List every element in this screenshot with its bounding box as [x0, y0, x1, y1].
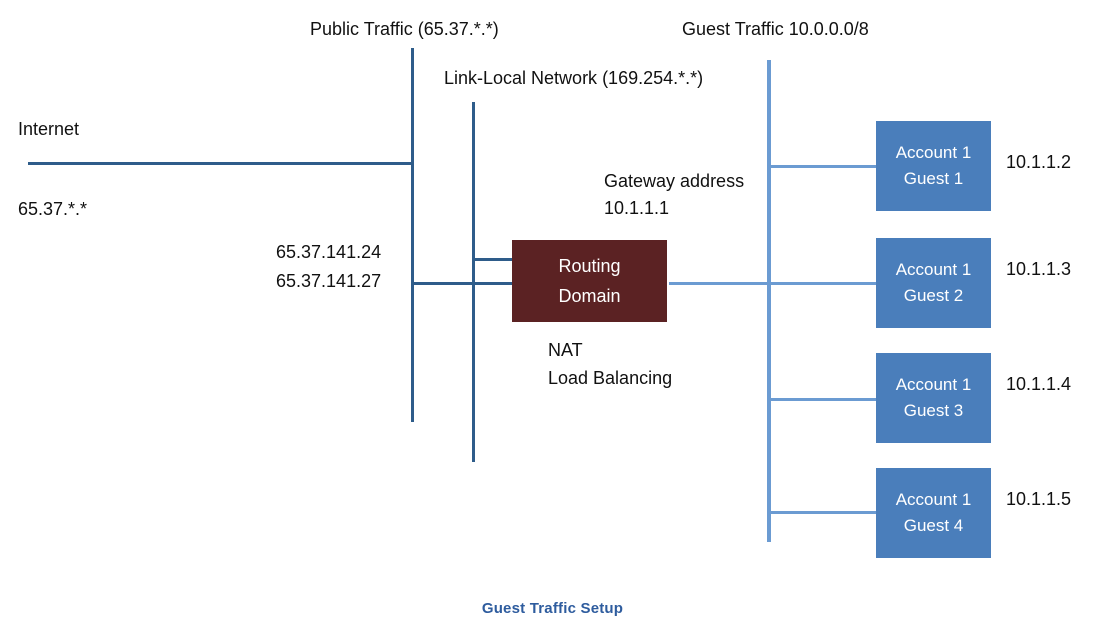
router-function-nat: NAT: [548, 340, 583, 360]
public-traffic-trunk-line: [411, 48, 414, 422]
guest-box-2[interactable]: Account 1 Guest 2: [876, 238, 991, 328]
guest-box-3[interactable]: Account 1 Guest 3: [876, 353, 991, 443]
public-traffic-header: Public Traffic (65.37.*.*): [310, 19, 499, 39]
gateway-address-value: 10.1.1.1: [604, 198, 670, 218]
routing-domain-line1: Routing: [558, 256, 621, 276]
guest-traffic-header: Guest Traffic 10.0.0.0/8: [682, 19, 869, 39]
guest-4-account: Account 1: [895, 490, 972, 509]
diagram-caption: Guest Traffic Setup: [481, 600, 624, 617]
guest-box-4[interactable]: Account 1 Guest 4: [876, 468, 991, 558]
public-trunk-to-router-line: [411, 282, 514, 285]
guest-2-ip-label: 10.1.1.3: [1006, 259, 1072, 279]
public-ip-b-label: 65.37.141.27: [276, 271, 382, 291]
guest-1-name: Guest 1: [903, 169, 964, 188]
routing-domain-line2: Domain: [558, 286, 621, 306]
guest-1-ip-label: 10.1.1.2: [1006, 152, 1072, 172]
guest-2-branch-line: [767, 282, 879, 285]
guest-4-ip-label: 10.1.1.5: [1006, 489, 1072, 509]
gateway-address-label: Gateway address: [604, 171, 745, 191]
guest-traffic-trunk-line: [767, 60, 771, 542]
guest-2-name: Guest 2: [903, 286, 964, 305]
guest-4-branch-line: [767, 511, 879, 514]
guest-4-name: Guest 4: [903, 516, 964, 535]
link-local-header: Link-Local Network (169.254.*.*): [444, 68, 704, 88]
guest-3-name: Guest 3: [903, 401, 964, 420]
guest-1-account: Account 1: [895, 143, 972, 162]
internet-link-line: [28, 162, 414, 165]
routing-domain-box[interactable]: Routing Domain: [512, 240, 667, 322]
public-ip-a-label: 65.37.141.24: [276, 242, 382, 262]
guest-3-account: Account 1: [895, 375, 972, 394]
guest-1-branch-line: [767, 165, 879, 168]
router-to-guest-trunk-line: [669, 282, 771, 285]
router-function-load-balancing: Load Balancing: [548, 368, 673, 388]
internet-label: Internet: [18, 119, 80, 139]
guest-3-branch-line: [767, 398, 879, 401]
guest-box-1[interactable]: Account 1 Guest 1: [876, 121, 991, 211]
internet-cidr-label: 65.37.*.*: [18, 199, 88, 219]
link-local-to-router-line: [472, 258, 514, 261]
guest-2-account: Account 1: [895, 260, 972, 279]
guest-3-ip-label: 10.1.1.4: [1006, 374, 1072, 394]
